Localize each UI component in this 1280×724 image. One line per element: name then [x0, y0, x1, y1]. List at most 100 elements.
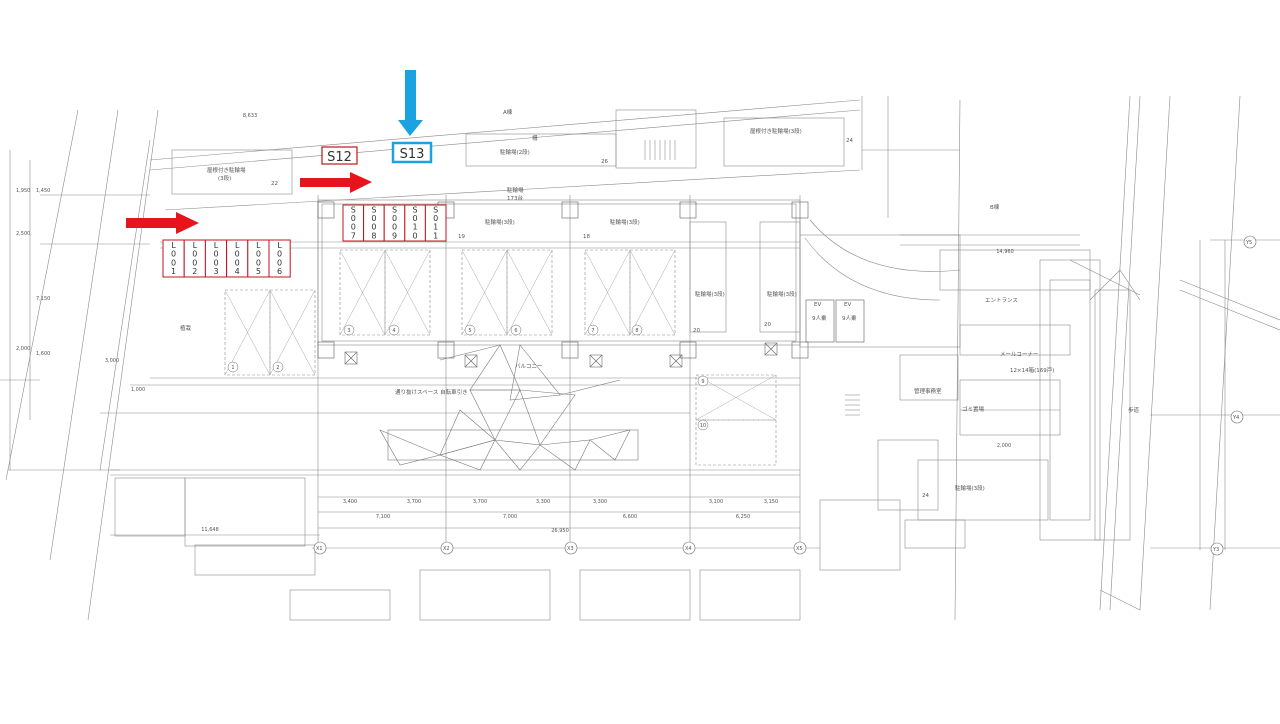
bike-top-left-label: 屋根付き駐輪場: [207, 166, 246, 174]
stall-code-char: 0: [392, 223, 397, 232]
stair-hatch: [644, 140, 860, 416]
stall-code-char: 0: [351, 214, 356, 223]
count-label: 20: [764, 322, 771, 328]
bike-mid-label: 駐輪場: [507, 186, 524, 194]
column-markers: [344, 342, 778, 368]
count-label: 18: [583, 234, 590, 240]
bike-top-right-label: 屋根付き駐輪場(3段): [750, 127, 802, 135]
bike-row-label: 駐輪場(3段): [610, 218, 640, 226]
axis-label: Y4: [1232, 415, 1239, 421]
count-label: 22: [271, 181, 278, 187]
stall-number: 6: [514, 328, 517, 334]
axis-label: X4: [685, 546, 692, 552]
stall-code-char: 0: [433, 214, 438, 223]
stall-code-char: S: [371, 206, 376, 215]
dim-label: 1,450: [36, 188, 50, 194]
stall-code-char: L: [277, 241, 282, 250]
stall-code-char: 0: [371, 223, 376, 232]
stall-number: 3: [347, 328, 350, 334]
stall-code-char: 0: [213, 250, 218, 259]
red-arrow-lower: [126, 212, 199, 234]
dim-label: 2,000: [16, 346, 30, 352]
stall-code-char: 7: [351, 231, 356, 240]
dim-label: 11,648: [201, 527, 219, 533]
bike-right-a-label: 駐輪場(3段): [695, 290, 725, 298]
count-label: 26: [601, 159, 608, 165]
stall-code-char: 0: [351, 223, 356, 232]
stall-code-char: 0: [235, 250, 240, 259]
stall-code-boxes: S007S008S009S010S011L001L002L003L004L005…: [162, 204, 447, 278]
axis-label: X2: [443, 546, 450, 552]
stall-code-char: 0: [277, 250, 282, 259]
stall-code-char: 0: [235, 258, 240, 267]
stall-code-char: 1: [433, 223, 438, 232]
axis-label: X5: [796, 546, 803, 552]
stall-code-char: L: [193, 241, 198, 250]
stall-code-char: L: [256, 241, 261, 250]
stall-number: 9: [701, 379, 704, 385]
balcony-structure: [379, 344, 639, 471]
dim-label: 14,960: [996, 249, 1014, 255]
dim-label: 2,000: [997, 443, 1011, 449]
count-label: 20: [693, 328, 700, 334]
count-label: 19: [458, 234, 465, 240]
stall-number: 8: [635, 328, 638, 334]
top-road-label: A棟: [503, 108, 513, 116]
stall-code-char: 1: [171, 267, 176, 276]
dim-label: 3,000: [105, 358, 119, 364]
stall-code-char: S: [351, 206, 356, 215]
dim-label: 3,700: [407, 499, 421, 505]
bike-right-b-label: 駐輪場(3段): [767, 290, 797, 298]
stall-code-char: 0: [277, 258, 282, 267]
axis-label: X3: [567, 546, 574, 552]
dimension-labels: 3,400 3,700 3,700 3,300 3,300 3,100 3,15…: [105, 113, 1014, 534]
stall-code-char: 6: [277, 267, 282, 276]
fence-label: 柵: [532, 134, 538, 142]
dim-label: 1,000: [131, 387, 145, 393]
gomi-label: ゴミ置場: [962, 405, 985, 413]
stall-code-char: 9: [392, 231, 397, 240]
grid-axis-bubbles: [313, 235, 1257, 556]
bike-top-mid-label: 駐輪場(2段): [500, 148, 530, 156]
dim-label: 8,633: [243, 113, 257, 119]
dim-label: 3,150: [764, 499, 778, 505]
stall-code-char: 0: [213, 258, 218, 267]
stall-code-char: L: [235, 241, 240, 250]
stall-code-frame: [268, 239, 291, 278]
dim-label: 2,500: [16, 231, 30, 237]
dim-label: 7,000: [503, 514, 517, 520]
dim-label: 6,600: [623, 514, 637, 520]
mail-size-label: 12×14箱(169戸): [1010, 366, 1054, 374]
stall-code-char: 5: [256, 267, 261, 276]
stall-code-char: 1: [413, 223, 418, 232]
stall-code-char: 3: [213, 267, 218, 276]
stall-code-char: 0: [171, 250, 176, 259]
stall-number: 10: [700, 423, 706, 429]
plan-linework: [0, 95, 1280, 621]
stall-code-char: 1: [433, 231, 438, 240]
stall-code-char: 0: [192, 258, 197, 267]
axis-label: Y5: [1245, 240, 1252, 246]
grid-axis-labels: X1 X2 X3 X4 X5 Y4 Y3 Y5: [316, 240, 1252, 553]
dim-label: 3,300: [536, 499, 550, 505]
s13-label: S13: [400, 147, 425, 162]
dim-label: 1,950: [16, 188, 30, 194]
stall-number: 2: [276, 365, 279, 371]
stall-code-char: 0: [192, 250, 197, 259]
s12-label: S12: [327, 150, 352, 165]
balcony-label: バルコニー: [515, 363, 542, 370]
stall-code-char: 4: [235, 267, 240, 276]
s12-marker: S12: [321, 146, 358, 165]
ev-label: EV: [814, 302, 821, 308]
entrance-label: エントランス: [985, 297, 1018, 304]
stall-code-char: L: [171, 241, 176, 250]
